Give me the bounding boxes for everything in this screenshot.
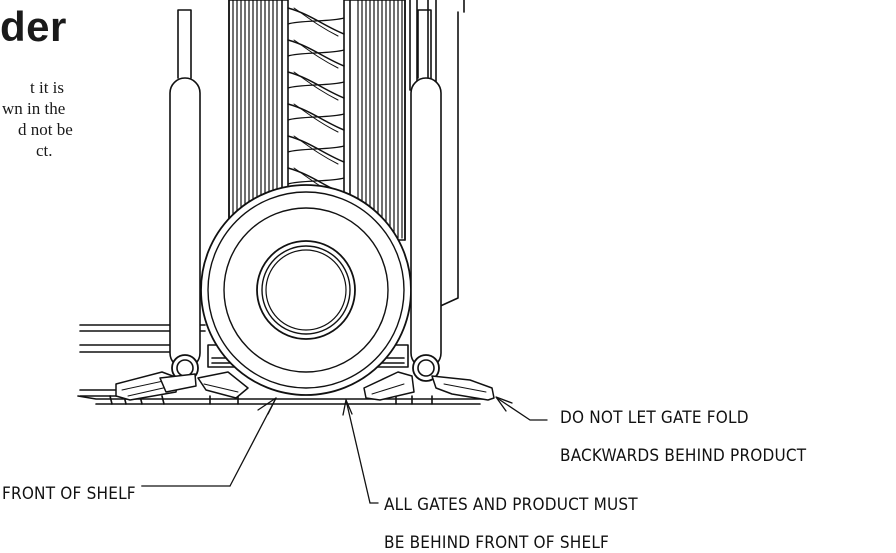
callout-gate-fold-line-2: BACKWARDS BEHIND PRODUCT bbox=[560, 446, 807, 466]
paragraph-line: ct. bbox=[36, 141, 53, 160]
callouts: DO NOT LET GATE FOLD BACKWARDS BEHIND PR… bbox=[2, 408, 807, 553]
callout-all-gates-line-1: ALL GATES AND PRODUCT MUST bbox=[384, 495, 638, 515]
left-guide-arm bbox=[169, 9, 201, 382]
round-product bbox=[200, 184, 412, 396]
shelf-base bbox=[77, 395, 486, 405]
callout-all-gates-line-2: BE BEHIND FRONT OF SHELF bbox=[384, 533, 609, 553]
front-gates bbox=[115, 371, 495, 401]
callout-gate-fold-line-1: DO NOT LET GATE FOLD bbox=[560, 408, 749, 428]
right-guide-arm bbox=[410, 9, 442, 382]
instruction-paragraph: t it is wn in the d not be ct. bbox=[0, 77, 170, 161]
paragraph-line: t it is bbox=[30, 78, 65, 97]
page-heading: der bbox=[0, 3, 67, 50]
paragraph-line: d not be bbox=[18, 120, 73, 139]
callout-front-of-shelf: FRONT OF SHELF bbox=[2, 484, 136, 504]
paragraph-line: wn in the bbox=[2, 99, 66, 118]
leader-lines bbox=[229, 396, 548, 504]
